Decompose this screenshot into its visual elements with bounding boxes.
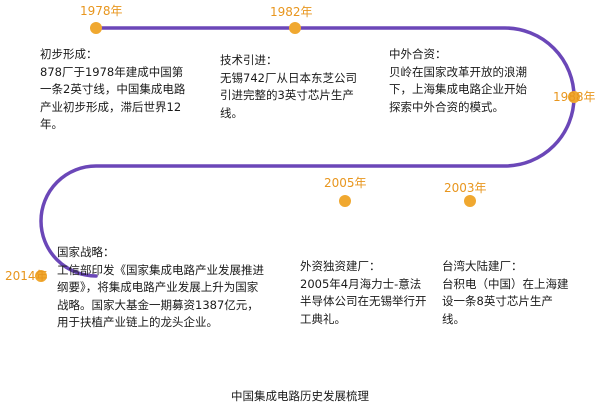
diagram-caption: 中国集成电路历史发展梳理 xyxy=(231,389,369,403)
event-2003-body: 台积电（中国）在上海建设一条8英寸芯片生产线。 xyxy=(442,276,569,326)
year-label-2003: 2003年 xyxy=(444,181,487,195)
event-2005-heading: 外资独资建厂： xyxy=(300,259,381,273)
event-2005-body: 2005年4月海力士-意法半导体公司在无锡举行开工典礼。 xyxy=(300,276,427,326)
milestone-dot-2014 xyxy=(35,270,47,282)
event-1982: 技术引进： 无锡742厂从日本东芝公司引进完整的3英寸芯片生产线。 xyxy=(220,52,360,122)
year-label-1988: 1988年 xyxy=(553,90,596,104)
event-2014-body: 工信部印发《国家集成电路产业发展推进纲要》，将集成电路产业发展上升为国家战略。国… xyxy=(57,262,264,330)
event-1982-body: 无锡742厂从日本东芝公司引进完整的3英寸芯片生产线。 xyxy=(220,70,357,120)
year-label-2005: 2005年 xyxy=(324,176,367,190)
year-label-2014: 2014年 xyxy=(5,269,48,283)
milestone-dot-2005 xyxy=(339,195,351,207)
event-2014-heading: 国家战略： xyxy=(57,245,115,259)
milestone-dot-1982 xyxy=(289,22,301,34)
year-label-1982: 1982年 xyxy=(270,5,313,19)
timeline-line xyxy=(39,26,576,278)
event-1978-body: 878厂于1978年建成中国第一条2英寸线，中国集成电路产业初步形成，滞后世界1… xyxy=(40,64,186,132)
milestone-dot-2003 xyxy=(464,195,476,207)
event-2014: 国家战略： 工信部印发《国家集成电路产业发展推进纲要》，将集成电路产业发展上升为… xyxy=(57,244,269,332)
milestone-dot-1978 xyxy=(90,22,102,34)
event-2005: 外资独资建厂： 2005年4月海力士-意法半导体公司在无锡举行开工典礼。 xyxy=(300,258,428,328)
event-1988: 中外合资： 贝岭在国家改革开放的浪潮下，上海集成电路企业开始探索中外合资的模式。 xyxy=(389,46,529,116)
event-1988-body: 贝岭在国家改革开放的浪潮下，上海集成电路企业开始探索中外合资的模式。 xyxy=(389,64,527,114)
event-1988-heading: 中外合资： xyxy=(389,47,447,61)
event-1978-heading: 初步形成： xyxy=(40,47,98,61)
event-2003-heading: 台湾大陆建厂： xyxy=(442,259,523,273)
year-label-1978: 1978年 xyxy=(80,4,123,18)
milestone-dot-1988 xyxy=(568,91,580,103)
event-1978: 初步形成： 878厂于1978年建成中国第一条2英寸线，中国集成电路产业初步形成… xyxy=(40,46,190,134)
event-2003: 台湾大陆建厂： 台积电（中国）在上海建设一条8英寸芯片生产线。 xyxy=(442,258,572,328)
event-1982-heading: 技术引进： xyxy=(220,53,278,67)
